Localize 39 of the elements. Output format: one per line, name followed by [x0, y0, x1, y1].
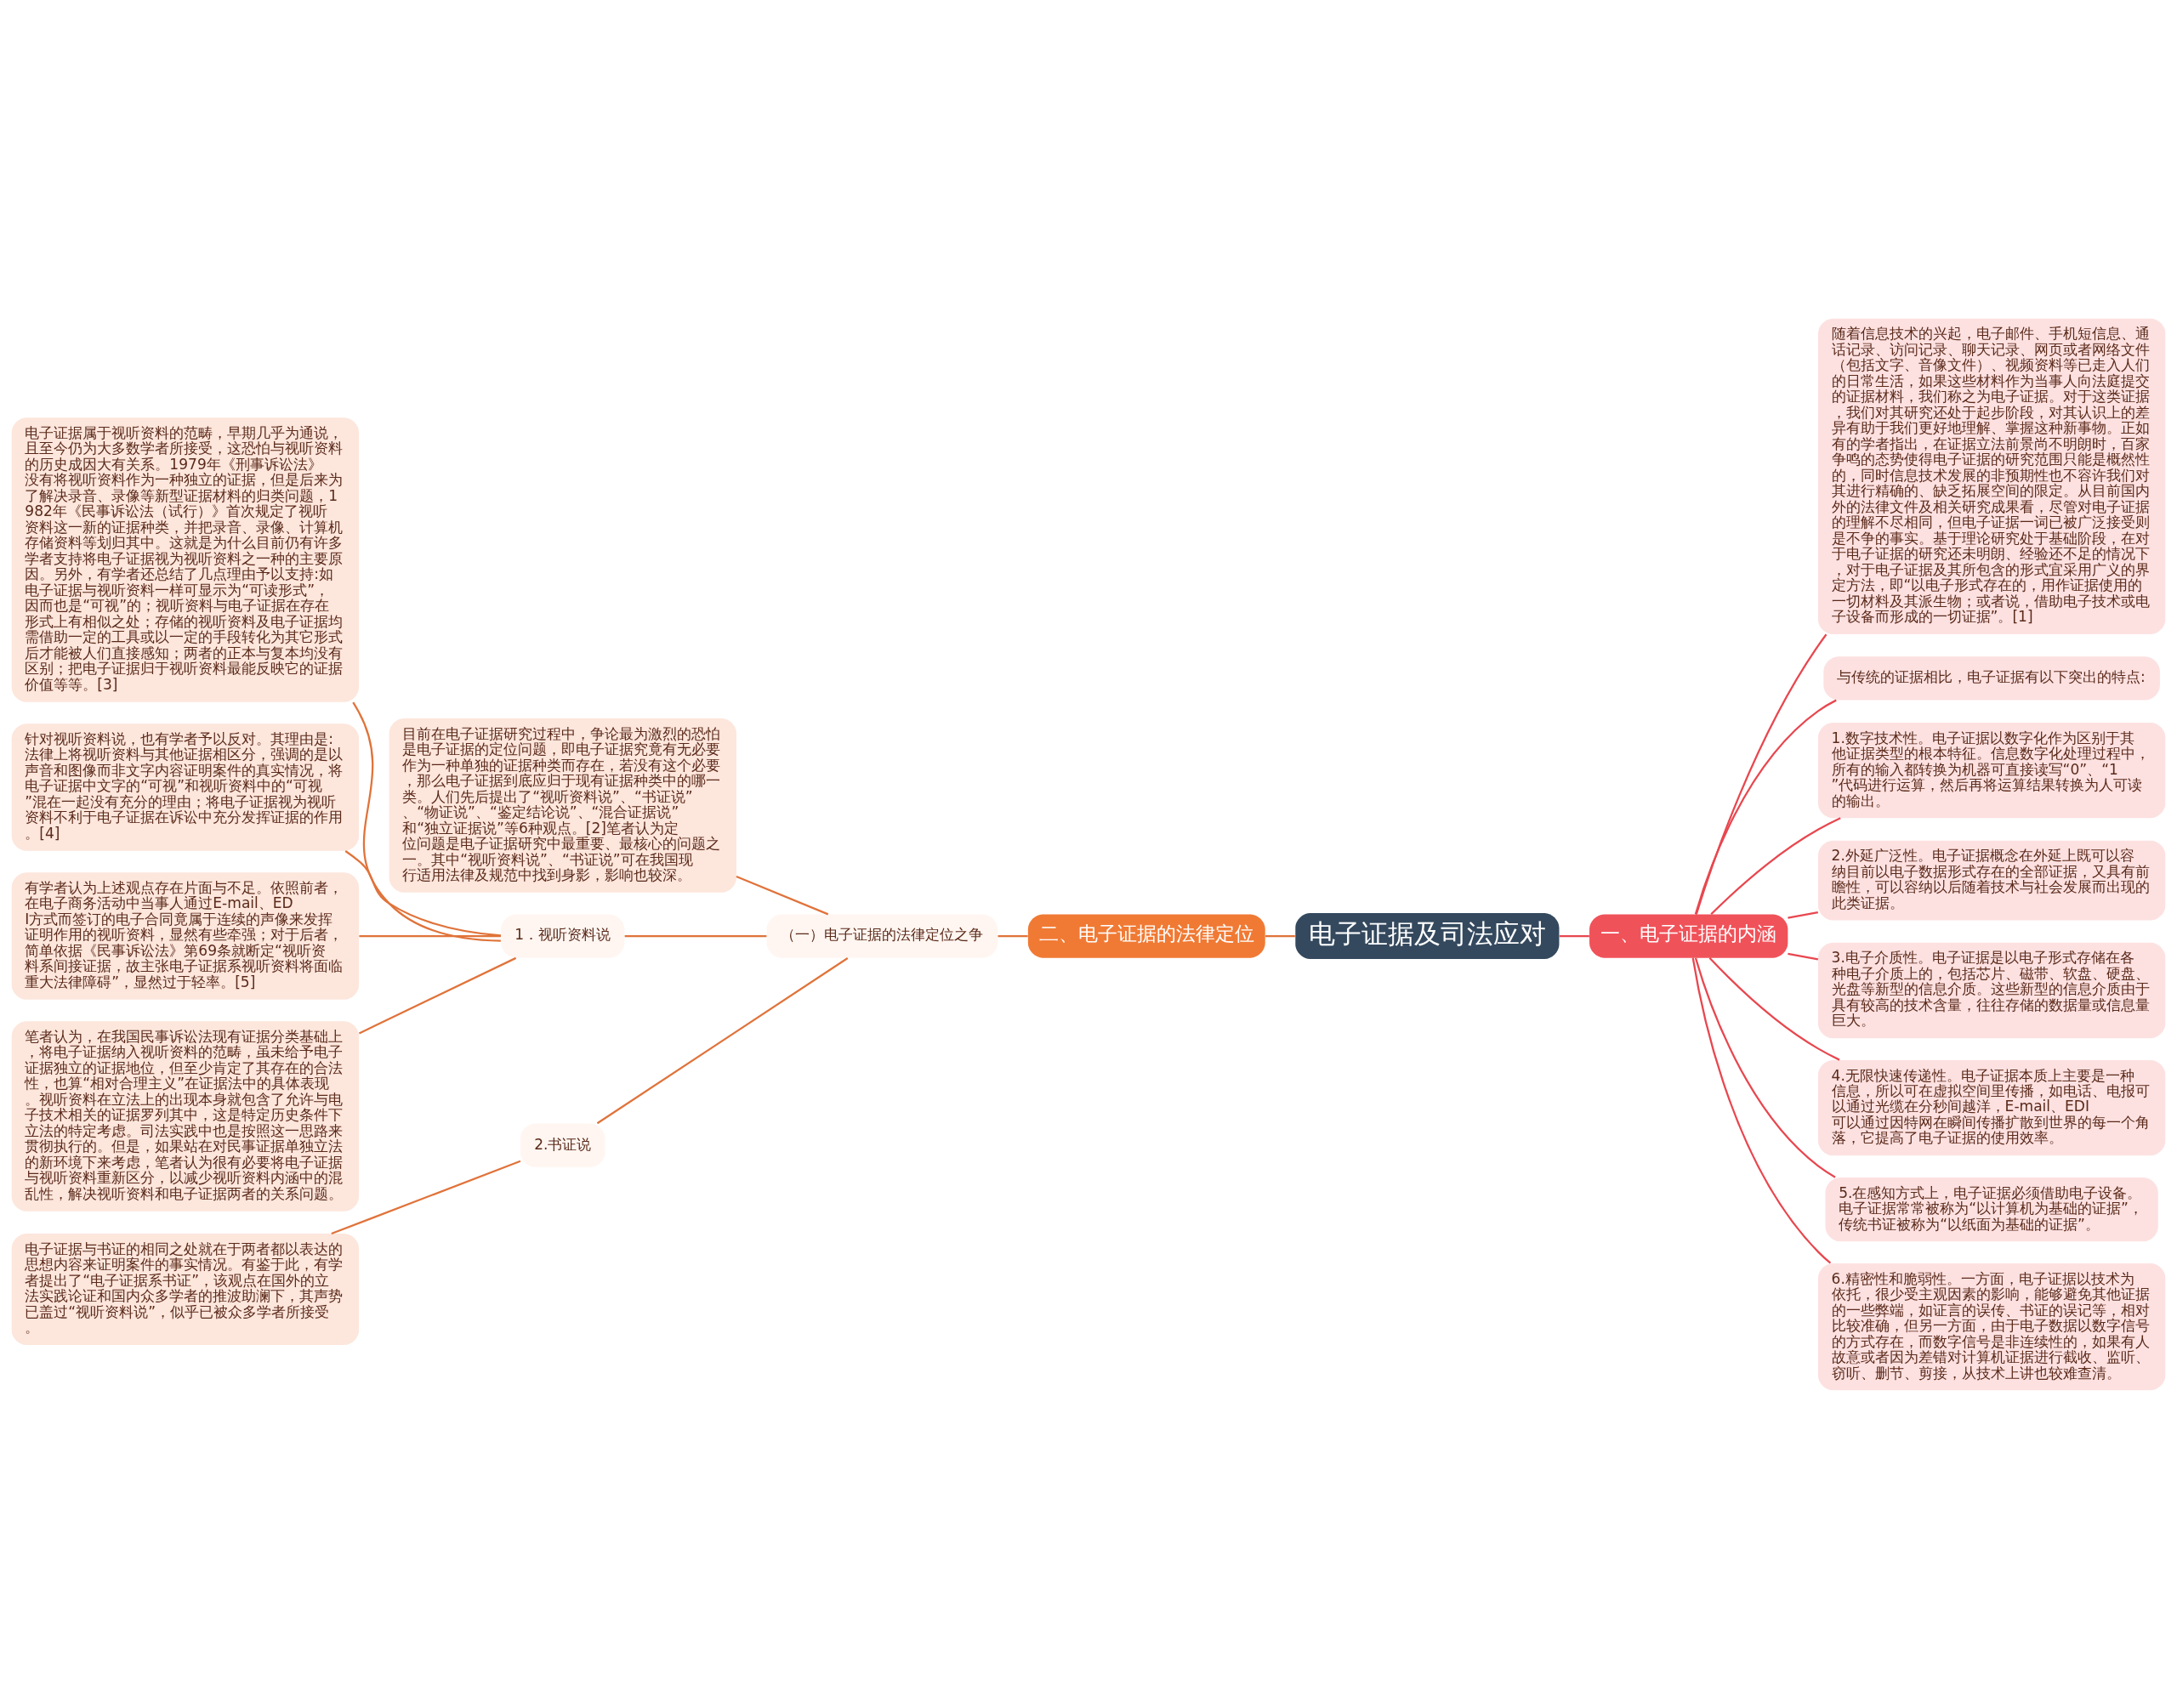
connector [331, 1160, 521, 1234]
node-box: 电子证据及司法应对 [1295, 912, 1560, 959]
connector [1265, 934, 1295, 937]
connector [998, 934, 1028, 937]
node-box: 有学者认为上述观点存在片面与不足。依照前者，在电子商务活动中当事人通过E-mail、EDI方式而签订的电子合同竟属于连续的声像来发挥证明作用的视听资料，显然有些牵强；对于后者，简单依据《民事诉讼法》第69条就断定“视听资料系间接证据，故主张电子证据系视听资料将面临重大法律障碍”，显然过于轻率。[5] [11, 871, 360, 1000]
node-box: 与传统的证据相比，电子证据有以下突出的特点: [1823, 655, 2160, 701]
node-box: 2.外延广泛性。电子证据概念在外延上既可以容纳目前以电子数据形式存在的全部证据，又具有前瞻性，可以容纳以后随着技术与社会发展而出现的此类证据。 [1817, 840, 2166, 921]
node-box: 针对视听资料说，也有学者予以反对。其理由是:法律上将视听资料与其他证据相区分，强调的是以声音和图像而非文字内容证明案件的真实情况，将电子证据中文字的“可视”和视听资料中的“可视”混在一起没有充分的理由；将电子证据视为视听资料不利于电子证据在诉讼中充分发挥证据的作用。[4] [11, 723, 360, 851]
connector [1559, 934, 1589, 937]
node-box: 1．视听资料说 [501, 913, 625, 958]
connector [1788, 911, 1819, 919]
node-box: 目前在电子证据研究过程中，争论最为激烈的恐怕是电子证据的定位问题，即电子证据究竟有无必要作为一种单独的证据种类而存在，若没有这个必要，那么电子证据到底应归于现有证据种类中的哪一类。人们先后提出了“视听资料说”、“书证说”、“物证说”、“鉴定结论说”、“混合证据说”和“独立证据说”等6种观点。[2]笔者认为定位问题是电子证据研究中最重要、最核心的问题之一。其中“视听资料说”、“书证说”可在我国现行适用法律及规范中找到身影，影响也较深。 [389, 718, 736, 893]
node-box: 电子证据与书证的相同之处就在于两者都以表达的思想内容来证明案件的事实情况。有鉴于此，有学者提出了“电子证据系书证”，该观点在国外的立法实践论证和国内众多学者的推波助澜下，其声势已盖过“视听资料说”，似乎已被众多学者所接受。 [11, 1233, 360, 1345]
connector [1695, 633, 1827, 915]
connector [596, 956, 849, 1124]
connector [1691, 957, 1832, 1264]
node-box: 4.无限快速传递性。电子证据本质上主要是一种信息，所以可在虚拟空间里传播，如电话、电报可以通过光缆在分秒间越洋，E-mail、EDI可以通过因特网在瞬间传播扩散到世界的每一个角落，它提高了电子证据的使用效率。 [1817, 1059, 2166, 1155]
node-box: 6.精密性和脆弱性。一方面，电子证据以技术为依托，很少受主观因素的影响，能够避免其他证据的一些弊端，如证言的误传、书证的误记等，相对比较准确，但另一方面，由于电子数据以数字信号的方式存在，而数字信号是非连续性的，如果有人故意或者因为差错对计算机证据进行截收、监听、窃听、删节、剪接，从技术上讲也较难查清。 [1817, 1263, 2166, 1390]
connector [359, 934, 501, 937]
node-box: 5.在感知方式上，电子证据必须借助电子设备。电子证据常常被称为“以计算机为基础的证据”，传统书证被称为“以纸面为基础的证据”。 [1825, 1177, 2158, 1241]
node-box: 2.书证说 [520, 1123, 605, 1167]
node-box: 电子证据属于视听资料的范畴，早期几乎为通说，且至今仍为大多数学者所接受，这恐怕与视听资料的历史成因大有关系。1979年《刑事诉讼法》没有将视听资料作为一种独立的证据，但是后来为了解决录音、录像等新型证据材料的归类问题，1982年《民事诉讼法（试行）》首次规定了视听资料这一新的证据种类，并把录音、录像、计算机存储资料等划归其中。这就是为什么目前仍有许多学者支持将电子证据视为视听资料之一种的主要原因。另外，有学者还总结了几点理由予以支持:如电子证据与视听资料一样可显示为“可读形式”，因而也是“可视”的；视听资料与电子证据在存在形式上有相似之处；存储的视听资料及电子证据均需借助一定的工具或以一定的手段转化为其它形式后才能被人们直接感知；两者的正本与复本均没有区别；把电子证据归于视听资料最能反映它的证据价值等等。[3] [11, 417, 360, 702]
node-box: 3.电子介质性。电子证据是以电子形式存储在各种电子介质上的，包括芯片、磁带、软盘、硬盘、光盘等新型的信息介质。这些新型的信息介质由于具有较高的技术含量，往往存储的数据量或信息量巨大。 [1817, 942, 2166, 1038]
node-box: 二、电子证据的法律定位 [1027, 913, 1265, 958]
connector [624, 934, 767, 937]
node-box: （一）电子证据的法律定位之争 [766, 913, 998, 958]
connector [1710, 816, 1841, 915]
connector [1694, 956, 1836, 1178]
connector [358, 956, 517, 1034]
connector [1788, 952, 1819, 960]
connector [344, 849, 502, 937]
connector [1708, 956, 1840, 1061]
node-box: 1.数字技术性。电子证据以数字化作为区别于其他证据类型的根本特征。信息数字化处理过程中，所有的输入都转换为机器可直接读写“0”、“1”代码进行运算，然后再将运算结果转换为人可读的输出。 [1817, 722, 2166, 818]
node-box: 随着信息技术的兴起，电子邮件、手机短信息、通话记录、访问记录、聊天记录、网页或者网络文件（包括文字、音像文件）、视频资料等已走入人们的日常生活，如果这些材料作为当事人向法庭提交的证据材料，我们称之为电子证据。对于这类证据，我们对其研究还处于起步阶段，对其认识上的差异有助于我们更好地理解、掌握这种新事物。正如有的学者指出，在证据立法前景尚不明朗时，百家争鸣的态势使得电子证据的研究范围只能是概然性的，同时信息技术发展的非预期性也不容许我们对其进行精确的、缺乏拓展空间的限定。从目前国内外的法律文件及相关研究成果看，尽管对电子证据的理解不尽相同，但电子证据一词已被广泛接受则是不争的事实。基于理论研究处于基础阶段，在对于电子证据的研究还未明朗、经验还不足的情况下，对于电子证据及其所包含的形式宜采用广义的界定方法，即“以电子形式存在的，用作证据使用的一切材料及其派生物；或者说，借助电子技术或电子设备而形成的一切证据”。[1] [1817, 318, 2166, 634]
node-box: 一、电子证据的内涵 [1589, 913, 1788, 958]
node-box: 笔者认为，在我国民事诉讼法现有证据分类基础上，将电子证据纳入视听资料的范畴，虽未给予电子证据独立的证据地位，但至少肯定了其存在的合法性，也算“相对合理主义”在证据法中的具体表现。视听资料在立法上的出现本身就包含了允许与电子技术相关的证据罗列其中，这是特定历史条件下立法的特定考虑。司法实践中也是按照这一思路来贯彻执行的。但是，如果站在对民事证据单独立法的新环境下来考虑，笔者认为很有必要将电子证据与视听资料重新区分，以减少视听资料内涵中的混乱性，解决视听资料和电子证据两者的关系问题。 [11, 1020, 360, 1211]
connector [1694, 699, 1837, 915]
connector [736, 875, 829, 915]
connector [352, 701, 501, 942]
